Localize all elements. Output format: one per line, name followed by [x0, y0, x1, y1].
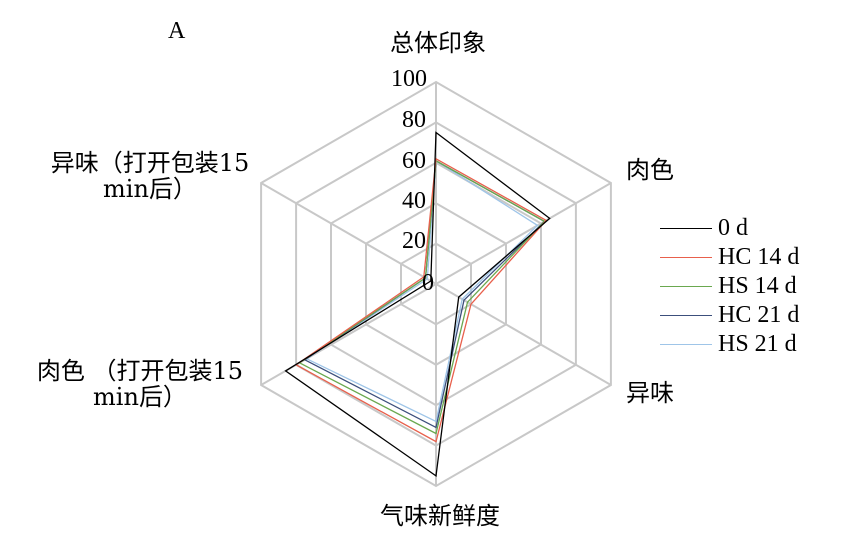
- legend-label: HC 21 d: [718, 302, 800, 328]
- legend-item-hc14: HC 14 d: [660, 243, 799, 272]
- tick-label-0: 0: [422, 270, 434, 296]
- legend-item-hs21: HS 21 d: [660, 330, 799, 359]
- axis-label-freshness: 气味新鲜度: [380, 502, 500, 530]
- legend-label: HC 14 d: [718, 244, 800, 270]
- legend-swatch: [660, 344, 712, 345]
- axis-label-meat-color: 肉色: [626, 156, 674, 184]
- grid-spoke-2: [435, 283, 612, 386]
- legend: 0 d HC 14 d HS 14 d HC 21 d HS 21 d: [660, 214, 799, 359]
- grid-spoke-5: [260, 182, 437, 285]
- legend-label: HS 21 d: [718, 331, 797, 357]
- legend-item-hs14: HS 14 d: [660, 272, 799, 301]
- legend-label: 0 d: [718, 215, 748, 241]
- legend-item-hc21: HC 21 d: [660, 301, 799, 330]
- series-line-hc-14-d: [294, 157, 548, 443]
- axis-label-meat-color-15min: 肉色 （打开包装15 min后）: [36, 357, 244, 412]
- legend-swatch: [660, 315, 712, 316]
- tick-label-100: 100: [391, 66, 427, 92]
- axis-label-overall: 总体印象: [390, 29, 486, 57]
- series-line-hs-21-d: [305, 159, 539, 423]
- tick-label-60: 60: [402, 148, 426, 174]
- axis-label-off-odor-15min: 异味（打开包装15 min后）: [50, 149, 250, 204]
- tick-label-40: 40: [402, 188, 426, 214]
- panel-label: A: [168, 18, 186, 44]
- grid-spoke-1: [435, 182, 612, 285]
- radar-series-group: [284, 131, 551, 478]
- series-line-0-d: [284, 131, 551, 478]
- tick-label-80: 80: [402, 107, 426, 133]
- legend-item-0d: 0 d: [660, 214, 799, 243]
- legend-label: HS 14 d: [718, 273, 797, 299]
- tick-label-20: 20: [402, 228, 426, 254]
- axis-label-off-odor: 异味: [626, 379, 674, 407]
- legend-swatch: [660, 257, 712, 258]
- legend-swatch: [660, 228, 712, 229]
- legend-swatch: [660, 286, 712, 287]
